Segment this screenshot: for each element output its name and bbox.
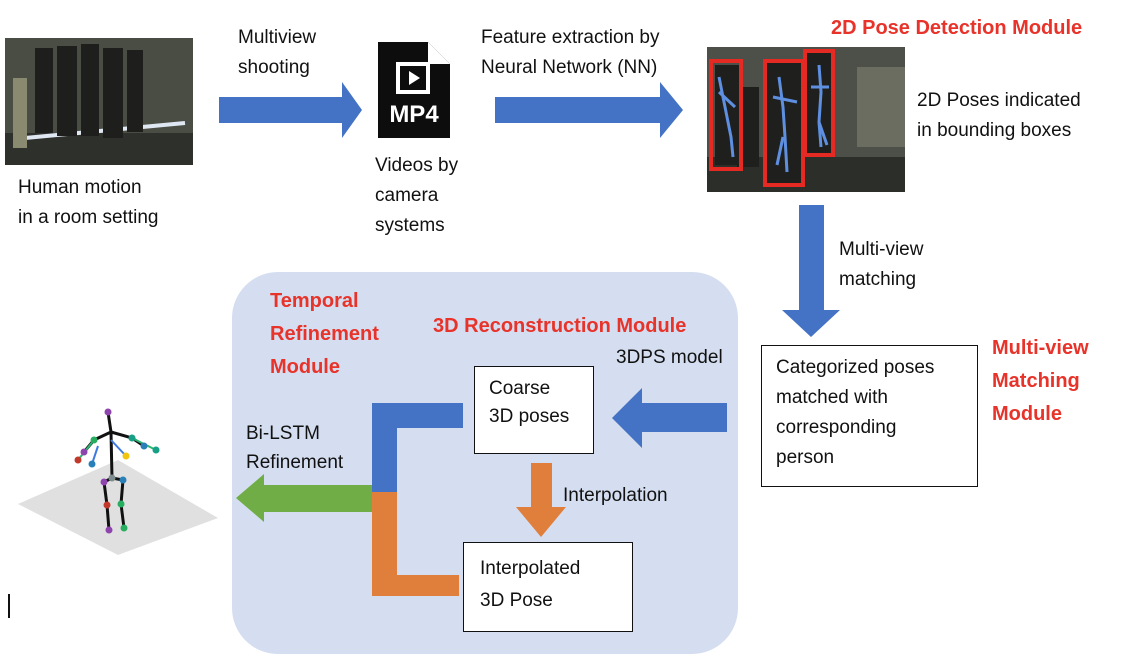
arrow-feature-extraction bbox=[495, 82, 683, 138]
multiview-matching-caption-line2: matching bbox=[839, 269, 917, 290]
reconstruction-module-title: 3D Reconstruction Module bbox=[433, 315, 687, 337]
arrow-multiview-matching bbox=[782, 205, 840, 337]
matching-module-title-line1: Multi-view bbox=[992, 337, 1089, 359]
interpolation-caption: Interpolation bbox=[563, 485, 668, 506]
human-motion-caption-line1: Human motion bbox=[18, 177, 142, 198]
coarse-3d-poses-box: Coarse 3D poses bbox=[474, 366, 594, 454]
matching-module-title-line3: Module bbox=[992, 403, 1062, 425]
temporal-module-title-line2: Refinement bbox=[270, 323, 379, 345]
categorized-line2: matched with bbox=[776, 387, 888, 408]
coarse-line2: 3D poses bbox=[489, 406, 570, 427]
mp4-file-shape bbox=[378, 42, 450, 138]
room-scene-drawing bbox=[5, 38, 193, 165]
feature-extraction-caption-line2: Neural Network (NN) bbox=[481, 57, 658, 78]
coarse-line1: Coarse bbox=[489, 378, 551, 399]
arrow-shooting bbox=[219, 82, 362, 138]
model-3dps-caption: 3DPS model bbox=[616, 347, 723, 368]
skeleton-3d-figure bbox=[18, 408, 218, 555]
videos-caption-line2: camera bbox=[375, 185, 439, 206]
categorized-poses-box: Categorized poses matched with correspon… bbox=[761, 345, 978, 487]
room-scene-photo bbox=[5, 38, 193, 165]
poses-2d-caption-line1: 2D Poses indicated bbox=[917, 90, 1081, 111]
categorized-line4: person bbox=[776, 447, 835, 468]
bilstm-caption-line1: Bi-LSTM bbox=[246, 423, 320, 444]
categorized-line1: Categorized poses bbox=[776, 357, 935, 378]
pose-detection-module-title: 2D Pose Detection Module bbox=[831, 17, 1083, 39]
multiview-shooting-caption-line1: Multiview bbox=[238, 27, 317, 48]
mp4-label: MP4 bbox=[389, 101, 439, 128]
videos-caption-line1: Videos by bbox=[375, 155, 459, 176]
multiview-matching-caption-line1: Multi-view bbox=[839, 239, 924, 260]
human-motion-caption-line2: in a room setting bbox=[18, 207, 159, 228]
matching-module-title-line2: Matching bbox=[992, 370, 1080, 392]
cursor-mark bbox=[8, 594, 10, 618]
pose-detection-photo bbox=[707, 47, 905, 192]
feature-extraction-caption-line1: Feature extraction by bbox=[481, 27, 660, 48]
multiview-shooting-caption-line2: shooting bbox=[238, 57, 310, 78]
categorized-line3: corresponding bbox=[776, 417, 897, 438]
poses-2d-caption-line2: in bounding boxes bbox=[917, 120, 1072, 141]
bilstm-caption-line2: Refinement bbox=[246, 452, 344, 473]
interpolated-3d-pose-box: Interpolated 3D Pose bbox=[463, 542, 633, 632]
temporal-module-title-line3: Module bbox=[270, 356, 340, 378]
mp4-file-icon: MP4 bbox=[378, 42, 450, 138]
temporal-module-title-line1: Temporal bbox=[270, 290, 359, 312]
interpolated-line1: Interpolated bbox=[480, 558, 581, 579]
interpolated-line2: 3D Pose bbox=[480, 590, 553, 611]
videos-caption-line3: systems bbox=[375, 215, 445, 236]
pose-detection-drawing bbox=[707, 47, 905, 192]
